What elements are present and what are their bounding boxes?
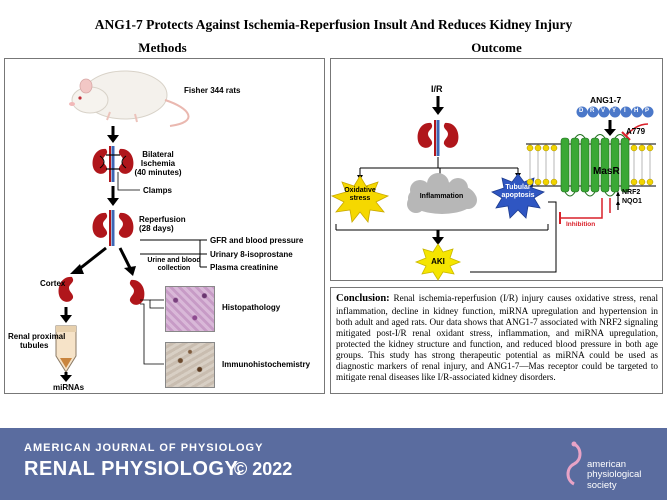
clamps-label: Clamps bbox=[143, 186, 172, 195]
collection-label-line: Urine and blood bbox=[147, 257, 201, 264]
measure-isoprostane: Urinary 8-isoprostane bbox=[210, 250, 293, 259]
tubules-label-line: tubules bbox=[20, 341, 49, 351]
conclusion-text: Conclusion: Renal ischemia-reperfusion (… bbox=[336, 293, 658, 383]
rat-label: Fisher 344 rats bbox=[184, 86, 241, 95]
aki-label: AKI bbox=[431, 257, 445, 266]
mirnas-label: miRNAs bbox=[53, 383, 85, 392]
collection-label-line: collection bbox=[157, 264, 191, 272]
journal-name: AMERICAN JOURNAL OF PHYSIOLOGY bbox=[24, 442, 264, 454]
main-title: ANG1-7 Protects Against Ischemia-Reperfu… bbox=[94, 17, 573, 32]
conclusion-body: Renal ischemia-reperfusion (I/R) injury … bbox=[336, 293, 659, 382]
ischemia-label-line: Bilateral bbox=[142, 150, 174, 159]
residue: P bbox=[645, 108, 650, 114]
inflammation-cloud bbox=[407, 173, 477, 214]
tubules-label: Renal proximal tubules bbox=[8, 332, 65, 350]
peptide-residues: D R V Y I H P bbox=[577, 107, 654, 117]
masr-label: MasR bbox=[593, 166, 620, 177]
a779-label: A779 bbox=[626, 127, 646, 136]
oxidative-stress-label: Oxidative stress bbox=[338, 187, 382, 202]
histopathology-label: Histopathology bbox=[222, 303, 281, 312]
immunohistochemistry-image bbox=[165, 342, 215, 388]
kidney-pair-reperfusion bbox=[92, 210, 134, 246]
reperfusion-label: Reperfusion (28 days) bbox=[139, 215, 186, 233]
reperfusion-label-line: Reperfusion bbox=[139, 215, 186, 224]
kidney-pair-ischemia bbox=[92, 146, 134, 182]
inhibition-label: Inhibition bbox=[566, 221, 596, 228]
oxidative-stress-label-line: stress bbox=[349, 194, 371, 202]
society-name-line: american bbox=[587, 459, 627, 470]
tubular-apoptosis-label-line: Tubular bbox=[505, 184, 531, 191]
conclusion-heading: Conclusion: bbox=[336, 293, 390, 304]
journal-subtitle: RENAL PHYSIOLOGY. bbox=[24, 458, 243, 480]
centrifuge-tube bbox=[55, 325, 77, 373]
society-name-line: physiological bbox=[587, 469, 642, 481]
residue: H bbox=[634, 108, 639, 114]
methods-diagram bbox=[55, 70, 207, 382]
outcome-diagram bbox=[330, 96, 656, 281]
cell-membrane bbox=[526, 143, 656, 187]
rat-illustration bbox=[69, 70, 190, 127]
measure-creatinine: Plasma creatinine bbox=[210, 263, 279, 272]
residue: D bbox=[579, 108, 584, 114]
residue: I bbox=[624, 108, 626, 114]
tubules-label-line: Renal proximal bbox=[8, 332, 66, 341]
nrf2-label: NRF2 bbox=[622, 189, 641, 196]
ir-label: I/R bbox=[431, 84, 443, 94]
ischemia-label-line: Ischemia bbox=[140, 159, 176, 169]
society-name: american physiological society bbox=[587, 459, 663, 491]
outcome-heading: Outcome bbox=[471, 40, 522, 55]
measure-gfr: GFR and blood pressure bbox=[210, 236, 304, 245]
society-name-line: society bbox=[587, 479, 617, 491]
kidney-section bbox=[129, 279, 145, 305]
residue: Y bbox=[612, 108, 617, 114]
cortex-label: Cortex bbox=[40, 279, 66, 288]
masr-receptor bbox=[560, 134, 630, 197]
residue: V bbox=[601, 108, 606, 114]
oxidative-stress-burst bbox=[330, 175, 390, 223]
nqo1-label: NQO1 bbox=[622, 198, 642, 205]
conclusion-panel bbox=[330, 287, 663, 394]
methods-heading: Methods bbox=[138, 40, 187, 55]
ang-peptide bbox=[576, 106, 654, 118]
histopathology-image bbox=[165, 286, 215, 332]
tubular-apoptosis-label-line: apoptosis bbox=[501, 191, 535, 199]
ang-label: ANG1-7 bbox=[590, 95, 622, 105]
oxidative-stress-label-line: Oxidative bbox=[344, 187, 376, 194]
reperfusion-label-line: (28 days) bbox=[139, 224, 174, 234]
ischemia-label-line: (40 minutes) bbox=[134, 168, 182, 178]
footer-banner bbox=[0, 428, 667, 500]
aki-burst bbox=[414, 243, 462, 281]
copyright: © 2022 bbox=[234, 459, 293, 479]
kidney-pair-ir bbox=[417, 120, 459, 156]
residue: R bbox=[590, 108, 595, 114]
society-logo-icon bbox=[566, 441, 582, 486]
collection-label: Urine and blood collection bbox=[146, 257, 202, 272]
tubular-apoptosis-label: Tubular apoptosis bbox=[496, 184, 540, 199]
inflammation-label: Inflammation bbox=[419, 193, 464, 200]
ischemia-label: Bilateral Ischemia (40 minutes) bbox=[130, 150, 186, 178]
immunohistochemistry-label: Immunohistochemistry bbox=[222, 360, 311, 369]
